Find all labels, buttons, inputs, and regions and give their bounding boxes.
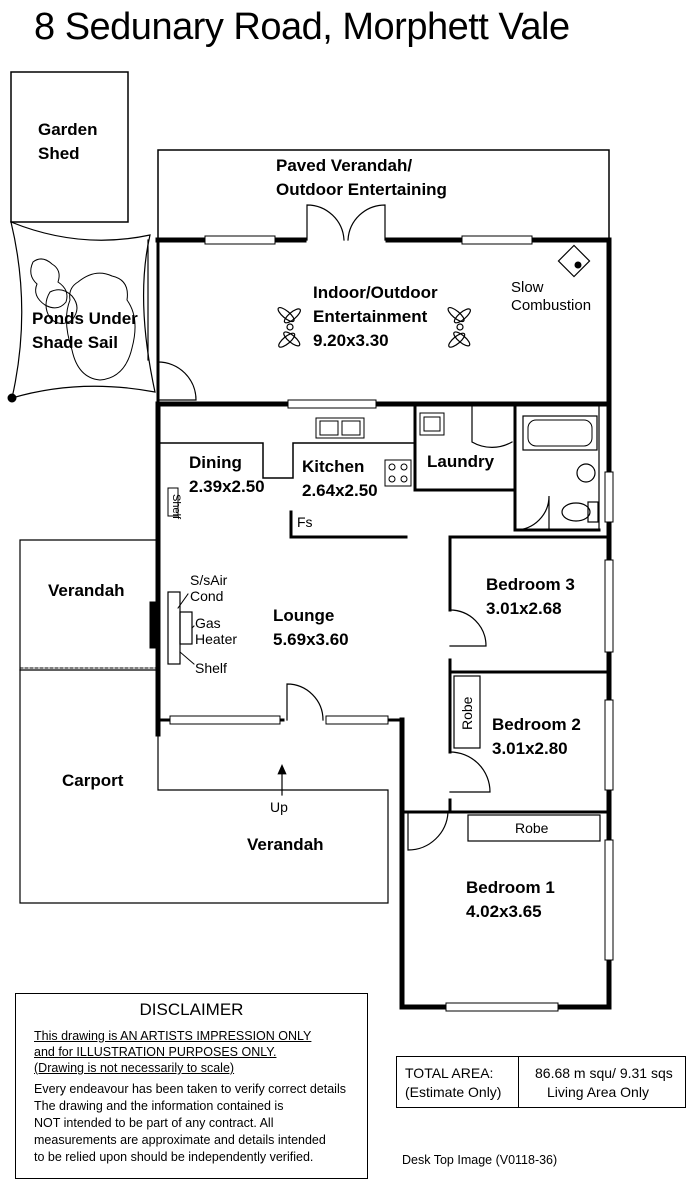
bathroom-door bbox=[514, 495, 550, 531]
footer-text: Desk Top Image (V0118-36) bbox=[402, 1153, 558, 1167]
robe-bedroom2 bbox=[453, 675, 481, 749]
ceiling-fan bbox=[277, 307, 301, 348]
window bbox=[287, 399, 377, 409]
stove bbox=[384, 459, 412, 487]
bedroom3-label: Bedroom 3 3.01x2.68 bbox=[486, 575, 575, 618]
total-area-note: Living Area Only bbox=[547, 1084, 649, 1100]
window bbox=[204, 235, 276, 245]
bedroom2-label: Bedroom 2 3.01x2.80 bbox=[492, 715, 581, 758]
air-cond-label: S/sAir Cond bbox=[190, 572, 228, 604]
lounge-label: Lounge 5.69x3.60 bbox=[273, 606, 349, 649]
total-area-box: TOTAL AREA: (Estimate Only) 86.68 m squ/… bbox=[396, 1056, 686, 1108]
gas-heater-block bbox=[149, 601, 161, 649]
disclaimer-line: measurements are approximate and details… bbox=[34, 1133, 326, 1147]
window bbox=[169, 715, 281, 725]
disclaimer-heading: DISCLAIMER bbox=[139, 1000, 244, 1019]
carport-label: Carport bbox=[62, 771, 124, 790]
pond-outline bbox=[45, 289, 78, 324]
disclaimer-line: This drawing is AN ARTISTS IMPRESSION ON… bbox=[34, 1029, 312, 1043]
window bbox=[461, 235, 533, 245]
verandah-front-label: Verandah bbox=[247, 835, 324, 854]
laundry-door bbox=[471, 403, 513, 448]
carport-outline bbox=[19, 669, 389, 904]
garden-shed-outline bbox=[10, 71, 129, 223]
total-area-value: 86.68 m squ/ 9.31 sqs bbox=[535, 1065, 673, 1081]
pond-outline bbox=[30, 258, 68, 309]
bedroom1-door bbox=[407, 811, 449, 851]
pond-outline bbox=[66, 272, 136, 381]
gas-heater-label: Gas Heater bbox=[195, 615, 238, 647]
garden-shed-label: Garden Shed bbox=[38, 120, 98, 163]
shelf-vertical-label: Shelf bbox=[170, 494, 182, 520]
slow-combustion-heater bbox=[557, 244, 591, 278]
disclaimer-line: NOT intended to be part of any contract.… bbox=[34, 1116, 274, 1130]
disclaimer-box: DISCLAIMER This drawing is AN ARTISTS IM… bbox=[15, 993, 368, 1179]
disclaimer-line: The drawing and the information containe… bbox=[34, 1099, 284, 1113]
verandah-left-label: Verandah bbox=[48, 581, 125, 600]
verandah-left-outline bbox=[19, 539, 159, 671]
disclaimer-line: (Drawing is not necessarily to scale) bbox=[34, 1061, 235, 1075]
laundry-label: Laundry bbox=[427, 452, 495, 471]
total-area-label: TOTAL AREA: bbox=[405, 1065, 494, 1081]
total-area-estimate: (Estimate Only) bbox=[405, 1084, 502, 1100]
side-door bbox=[157, 361, 197, 401]
indoor-outdoor-label: Indoor/Outdoor Entertainment 9.20x3.30 bbox=[313, 283, 438, 350]
disclaimer-line: to be relied upon should be independentl… bbox=[34, 1150, 314, 1164]
window bbox=[445, 1002, 559, 1012]
up-label: Up bbox=[270, 799, 288, 815]
window bbox=[325, 715, 389, 725]
robe-bedroom1 bbox=[467, 814, 601, 842]
slow-combustion-label: Slow Combustion bbox=[511, 279, 592, 314]
laundry-tub bbox=[419, 412, 445, 436]
window bbox=[604, 559, 614, 653]
toilet bbox=[576, 463, 596, 483]
bedroom2-door bbox=[449, 751, 491, 793]
bedroom3-door bbox=[449, 609, 487, 647]
shelf-vertical bbox=[167, 487, 179, 517]
disclaimer-line: Every endeavour has been taken to verify… bbox=[34, 1082, 346, 1096]
dining-label: Dining 2.39x2.50 bbox=[189, 453, 265, 496]
kitchen-label: Kitchen 2.64x2.50 bbox=[302, 457, 378, 500]
paved-verandah-label: Paved Verandah/ Outdoor Entertaining bbox=[276, 156, 447, 199]
disclaimer-line: and for ILLUSTRATION PURPOSES ONLY. bbox=[34, 1045, 277, 1059]
robe-vertical-label: Robe bbox=[459, 696, 475, 730]
window bbox=[604, 839, 614, 961]
property-title: 8 Sedunary Road, Morphett Vale bbox=[34, 6, 570, 48]
paved-verandah-outline bbox=[157, 149, 610, 241]
kitchen-sink bbox=[315, 417, 365, 439]
double-door bbox=[306, 204, 386, 241]
ponds-label: Ponds Under Shade Sail bbox=[32, 309, 138, 352]
front-door bbox=[286, 683, 324, 721]
robe-label: Robe bbox=[515, 820, 549, 836]
window bbox=[604, 699, 614, 791]
ceiling-fan bbox=[447, 307, 471, 348]
air-cond-unit bbox=[167, 591, 181, 665]
shelf-label: Shelf bbox=[195, 660, 227, 676]
bedroom1-label: Bedroom 1 4.02x3.65 bbox=[466, 878, 555, 921]
shade-sail bbox=[10, 221, 156, 399]
fs-label: Fs bbox=[297, 514, 313, 530]
window bbox=[604, 471, 614, 523]
bath bbox=[522, 415, 598, 451]
sail-anchor bbox=[7, 393, 17, 403]
